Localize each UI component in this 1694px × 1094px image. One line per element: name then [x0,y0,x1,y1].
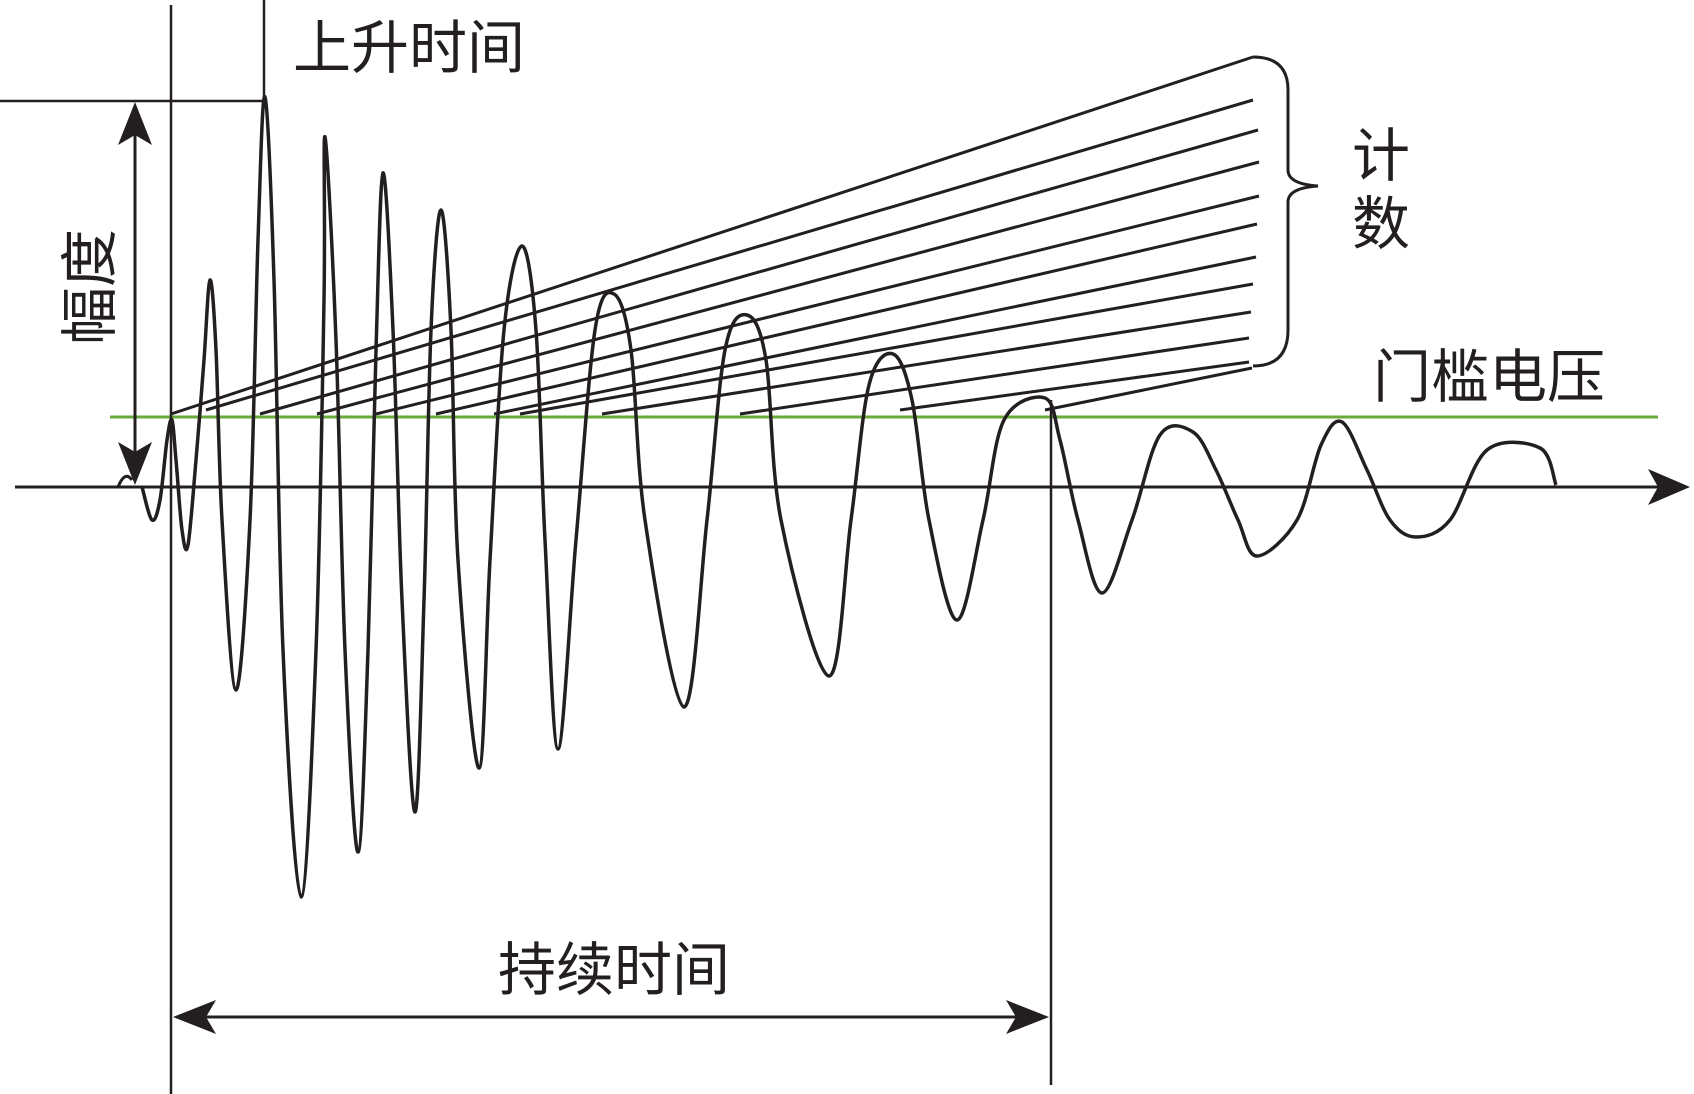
count-brace [1252,55,1319,368]
threshold-voltage-label: 门槛电压 [1373,343,1605,411]
count-label-2: 数 [1352,190,1410,258]
duration-arrow-left [173,1000,216,1034]
count-line [1044,366,1253,412]
count-line [375,194,1260,416]
amplitude-arrow-top [118,102,152,145]
count-label-1: 计 [1352,122,1410,190]
count-line [519,282,1254,416]
count-line [205,98,1254,412]
duration-label: 持续时间 [498,936,730,1004]
count-line [170,55,1254,416]
count-line [493,255,1257,416]
count-line [435,222,1258,416]
count-lines [170,55,1260,416]
rise-time-label: 上升时间 [293,14,525,82]
waveform-onset-squiggle [116,474,134,488]
duration-arrow-right [1006,1000,1049,1034]
count-line [259,128,1259,416]
count-line [899,360,1250,412]
time-axis-arrow [1648,469,1690,505]
count-line [601,310,1252,416]
amplitude-arrow-bottom [118,442,152,485]
count-line [739,336,1250,416]
amplitude-label: 幅度 [56,229,124,345]
waveform [140,95,1558,899]
count-line [316,160,1260,416]
